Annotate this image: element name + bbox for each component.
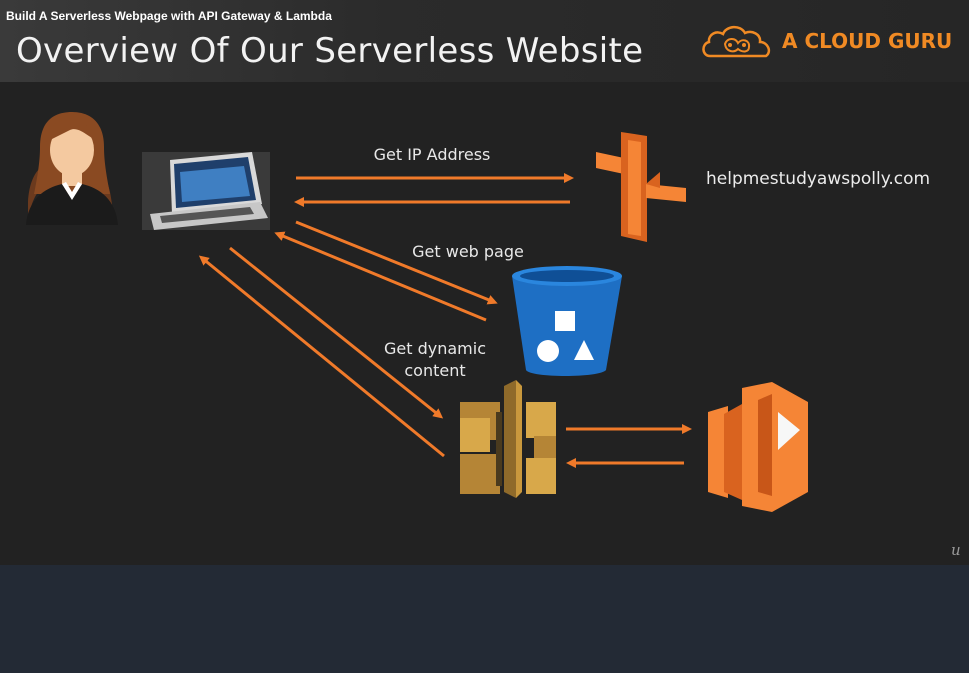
arrow-from-s3 (274, 231, 487, 322)
brand-name: A CLOUD GURU (782, 29, 953, 53)
user-avatar-icon (26, 112, 118, 225)
label-get-dynamic-line1: Get dynamic (384, 339, 486, 358)
course-title: Build A Serverless Webpage with API Gate… (6, 9, 332, 23)
s3-bucket-icon (512, 266, 622, 376)
slide-header: Build A Serverless Webpage with API Gate… (0, 0, 969, 82)
platform-watermark: u (951, 541, 961, 559)
arrow-to-s3 (295, 220, 498, 305)
architecture-diagram: Get IP Address Get web page Get dynamic … (0, 82, 969, 565)
brand-logo: A CLOUD GURU (700, 22, 952, 62)
route53-icon (596, 132, 686, 242)
slide-title: Overview Of Our Serverless Website (16, 31, 644, 71)
player-bottom-area (0, 565, 969, 673)
laptop-icon (142, 152, 270, 230)
lambda-icon (708, 382, 808, 512)
arrow-to-api (229, 246, 444, 419)
label-get-dynamic-line2: content (404, 361, 466, 380)
video-player[interactable]: Build A Serverless Webpage with API Gate… (0, 0, 969, 565)
api-gateway-icon (460, 380, 556, 498)
label-get-ip: Get IP Address (373, 145, 491, 164)
arrow-from-api (198, 255, 445, 458)
domain-name: helpmestudyawspolly.com (706, 169, 931, 189)
cloud-logo-icon (702, 25, 771, 58)
label-get-web-page: Get web page (412, 242, 524, 261)
